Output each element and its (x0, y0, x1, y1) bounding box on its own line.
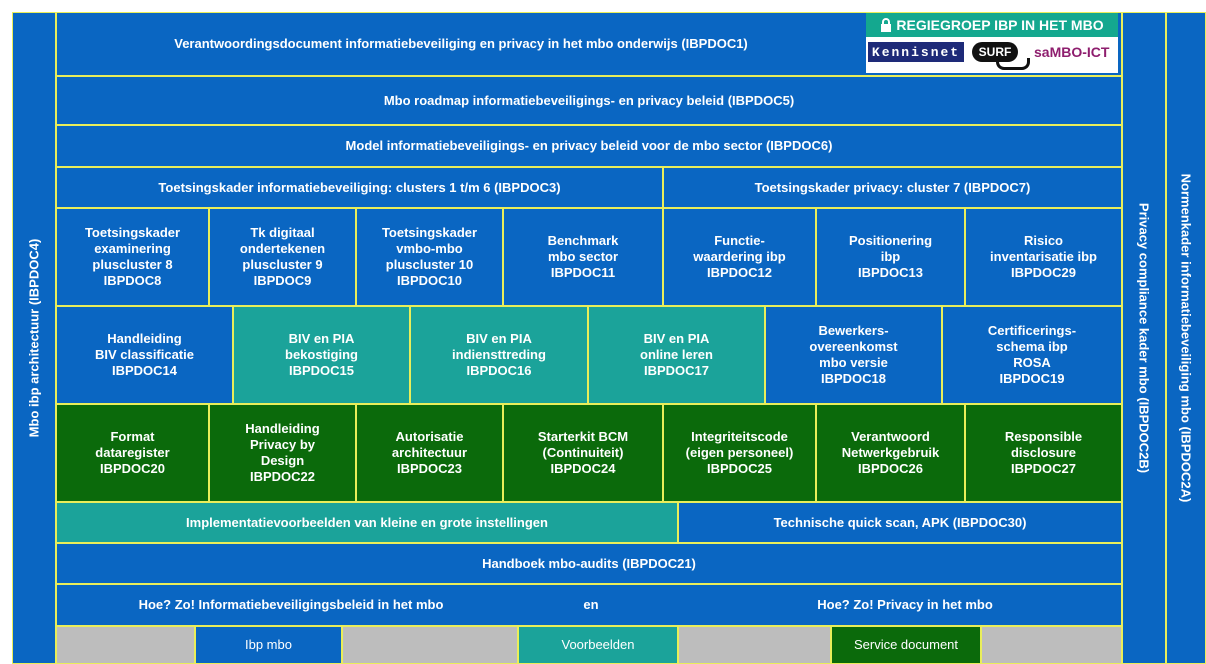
legend-ibp-mbo: Ibp mbo (195, 626, 342, 664)
surf-logo: SURF (972, 42, 1018, 62)
doc-label: Positionering ibp IBPDOC13 (848, 233, 933, 280)
legend-service-document: Service document (831, 626, 981, 664)
doc-ibpdoc19: Certificerings- schema ibp ROSA IBPDOC19 (942, 306, 1122, 404)
doc-ibpdoc26: Verantwoord Netwerkgebruik IBPDOC26 (816, 404, 965, 502)
sambo-ict-logo: saMBO-ICT (1034, 44, 1110, 60)
row10-right-label: Hoe? Zo! Privacy in het mbo (817, 597, 993, 612)
doc-ibpdoc15: BIV en PIA bekostiging IBPDOC15 (233, 306, 410, 404)
right-column-1-label: Privacy compliance kader mbo (IBPDOC2B) (1136, 202, 1152, 474)
doc-ibpdoc22: Handleiding Privacy by Design IBPDOC22 (209, 404, 356, 502)
doc-ibpdoc11: Benchmark mbo sector IBPDOC11 (503, 208, 663, 306)
left-column-architecture: Mbo ibp architectuur (IBPDOC4) (12, 12, 56, 664)
logo-header: REGIEGROEP IBP IN HET MBO (866, 13, 1118, 37)
left-column-label: Mbo ibp architectuur (IBPDOC4) (26, 238, 42, 438)
doc-label: Benchmark mbo sector IBPDOC11 (547, 233, 619, 280)
legend-spacer (981, 626, 1122, 664)
quick-scan-box: Technische quick scan, APK (IBPDOC30) (678, 502, 1122, 543)
row8-right-label: Technische quick scan, APK (IBPDOC30) (773, 514, 1027, 530)
handboek-audits-box: Handboek mbo-audits (IBPDOC21) (56, 543, 1122, 584)
doc-label: BIV en PIA bekostiging IBPDOC15 (285, 331, 358, 378)
doc-ibpdoc9: Tk digitaal ondertekenen pluscluster 9 I… (209, 208, 356, 306)
doc-label: BIV en PIA online leren IBPDOC17 (640, 331, 713, 378)
doc-ibpdoc29: Risico inventarisatie ibp IBPDOC29 (965, 208, 1122, 306)
doc-label: Starterkit BCM (Continuiteit) IBPDOC24 (537, 429, 629, 476)
roadmap-box: Mbo roadmap informatiebeveiligings- en p… (56, 76, 1122, 125)
doc-ibpdoc23: Autorisatie architectuur IBPDOC23 (356, 404, 503, 502)
legend-label: Voorbeelden (561, 637, 635, 652)
doc-ibpdoc16: BIV en PIA indiensttreding IBPDOC16 (410, 306, 588, 404)
row9-label: Handboek mbo-audits (IBPDOC21) (482, 555, 696, 571)
legend-label: Ibp mbo (245, 637, 292, 652)
toetsingskader-ib-box: Toetsingskader informatiebeveiliging: cl… (56, 167, 663, 208)
surf-logo-tail (996, 58, 1030, 70)
toetsingskader-privacy-box: Toetsingskader privacy: cluster 7 (IBPDO… (663, 167, 1122, 208)
row10-left-label: Hoe? Zo! Informatiebeveiligingsbeleid in… (138, 597, 444, 612)
doc-label: Functie- waardering ibp IBPDOC12 (693, 233, 786, 280)
model-beleid-box: Model informatiebeveiligings- en privacy… (56, 125, 1122, 167)
hoe-zo-privacy: Hoe? Zo! Privacy in het mbo (740, 584, 1070, 626)
row8-left-label: Implementatievoorbeelden van kleine en g… (186, 514, 548, 530)
right-column-2-label: Normenkader informatiebeveiliging mbo (I… (1178, 173, 1194, 503)
doc-label: Handleiding BIV classificatie IBPDOC14 (95, 331, 194, 378)
lock-icon (881, 18, 892, 32)
legend-spacer (56, 626, 195, 664)
doc-label: Tk digitaal ondertekenen pluscluster 9 I… (239, 225, 326, 288)
doc-label: Format dataregister IBPDOC20 (95, 429, 170, 476)
regiegroep-logo: REGIEGROEP IBP IN HET MBO Kennisnet SURF… (866, 13, 1118, 73)
doc-label: Autorisatie architectuur IBPDOC23 (391, 429, 468, 476)
doc-ibpdoc8: Toetsingskader examinering pluscluster 8… (56, 208, 209, 306)
hoe-zo-row (56, 584, 1122, 626)
doc-label: Handleiding Privacy by Design IBPDOC22 (245, 421, 320, 484)
doc-label: Certificerings- schema ibp ROSA IBPDOC19 (987, 323, 1077, 386)
doc-label: Verantwoord Netwerkgebruik IBPDOC26 (841, 429, 940, 476)
row3-label: Model informatiebeveiligings- en privacy… (345, 138, 833, 153)
doc-ibpdoc27: Responsible disclosure IBPDOC27 (965, 404, 1122, 502)
legend-spacer (342, 626, 518, 664)
doc-ibpdoc17: BIV en PIA online leren IBPDOC17 (588, 306, 765, 404)
doc-label: Risico inventarisatie ibp IBPDOC29 (990, 233, 1097, 280)
hoe-zo-informatiebeveiliging: Hoe? Zo! Informatiebeveiligingsbeleid in… (56, 584, 526, 626)
row1-label: Verantwoordingsdocument informatiebeveil… (174, 36, 748, 51)
doc-label: Integriteitscode (eigen personeel) IBPDO… (685, 429, 794, 476)
doc-label: Responsible disclosure IBPDOC27 (1004, 429, 1083, 476)
doc-ibpdoc25: Integriteitscode (eigen personeel) IBPDO… (663, 404, 816, 502)
legend-label: Service document (853, 637, 959, 652)
right-column-normenkader: Normenkader informatiebeveiliging mbo (I… (1166, 12, 1206, 664)
doc-label: Toetsingskader vmbo-mbo pluscluster 10 I… (381, 225, 478, 288)
doc-label: Bewerkers- overeenkomst mbo versie IBPDO… (809, 323, 898, 386)
doc-label: BIV en PIA indiensttreding IBPDOC16 (452, 331, 546, 378)
row4-right-label: Toetsingskader privacy: cluster 7 (IBPDO… (754, 179, 1031, 195)
doc-ibpdoc10: Toetsingskader vmbo-mbo pluscluster 10 I… (356, 208, 503, 306)
logo-title: REGIEGROEP IBP IN HET MBO (896, 17, 1104, 33)
right-column-privacy-compliance: Privacy compliance kader mbo (IBPDOC2B) (1122, 12, 1166, 664)
legend-spacer (678, 626, 831, 664)
doc-ibpdoc20: Format dataregister IBPDOC20 (56, 404, 209, 502)
doc-ibpdoc18: Bewerkers- overeenkomst mbo versie IBPDO… (765, 306, 942, 404)
doc-ibpdoc14: Handleiding BIV classificatie IBPDOC14 (56, 306, 233, 404)
doc-ibpdoc13: Positionering ibp IBPDOC13 (816, 208, 965, 306)
hoe-zo-connector: en (556, 584, 626, 626)
row4-left-label: Toetsingskader informatiebeveiliging: cl… (158, 179, 561, 195)
doc-label: Toetsingskader examinering pluscluster 8… (84, 225, 181, 288)
doc-ibpdoc24: Starterkit BCM (Continuiteit) IBPDOC24 (503, 404, 663, 502)
row10-connector-label: en (583, 597, 599, 612)
row2-label: Mbo roadmap informatiebeveiligings- en p… (383, 92, 795, 108)
doc-ibpdoc12: Functie- waardering ibp IBPDOC12 (663, 208, 816, 306)
kennisnet-logo: Kennisnet (868, 42, 964, 62)
legend-voorbeelden: Voorbeelden (518, 626, 678, 664)
implementatievoorbeelden-box: Implementatievoorbeelden van kleine en g… (56, 502, 678, 543)
